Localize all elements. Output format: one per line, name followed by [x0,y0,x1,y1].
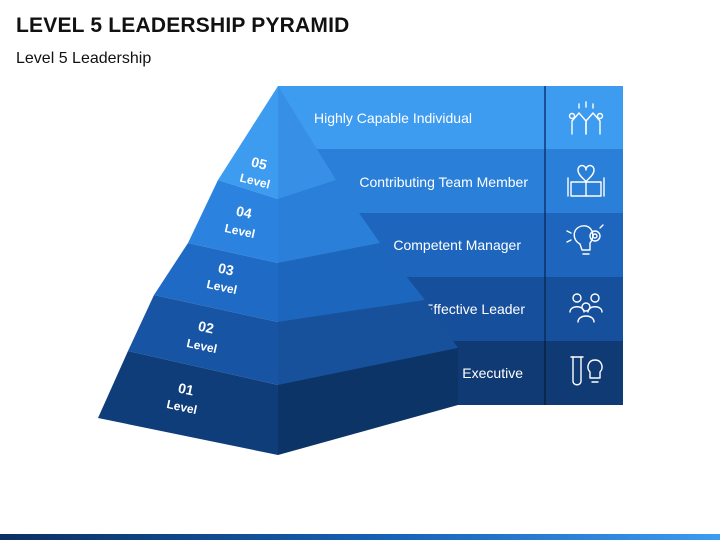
level-04-word: Level [223,221,256,241]
strategy-icon [570,356,603,386]
pyramid-tier-05 [218,86,278,199]
band-label-01: Executive [462,365,523,381]
puzzle-hands-icon [567,164,605,197]
pyramid-tier-04 [188,180,278,263]
pyramid-tier-03 [154,243,278,322]
band-level-05: Highly Capable Individual [278,86,623,149]
level-01-number: 01 [177,380,196,399]
slide-subtitle: Level 5 Leadership [16,50,152,67]
level-04-number: 04 [235,203,254,222]
band-level-04: Contributing Team Member [278,149,623,213]
team-icon [569,293,603,323]
level-03-number: 03 [217,260,236,279]
band-label-03: Competent Manager [393,237,521,253]
band-label-04: Contributing Team Member [359,174,528,190]
slide-title: LEVEL 5 LEADERSHIP PYRAMID [16,14,350,37]
high-five-icon [568,101,604,135]
level-03-word: Level [205,277,238,297]
pyramid-tier-01 [98,351,278,455]
level-02-number: 02 [197,318,216,337]
footer-accent-bar [0,534,720,540]
pyramid-tier-02 [128,295,278,385]
level-05-number: 05 [250,154,269,173]
level-02-word: Level [185,336,218,356]
band-label-05: Highly Capable Individual [314,110,472,126]
lightbulb-gears-icon [566,224,604,255]
band-label-02: Effective Leader [424,301,525,317]
level-01-word: Level [165,397,198,417]
